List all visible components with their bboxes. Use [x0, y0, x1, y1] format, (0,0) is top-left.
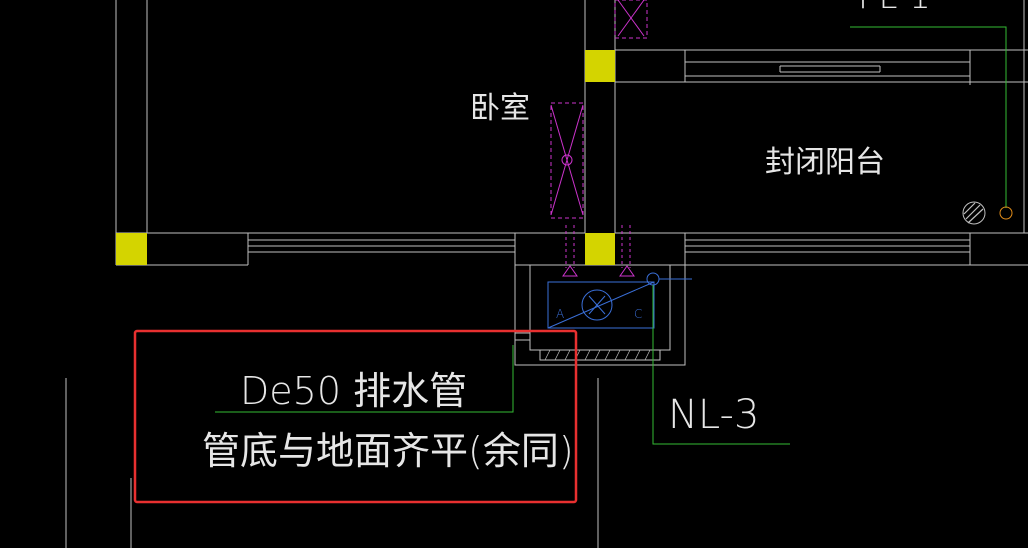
column [116, 233, 147, 265]
riser-pipe-icon [999, 206, 1013, 220]
outdoor-unit [547, 272, 692, 329]
room-label-bedroom: 卧室 [470, 91, 530, 126]
structural-columns [116, 50, 615, 265]
unit-label-c: C [634, 307, 642, 321]
column [585, 50, 615, 82]
ac-pipes [565, 225, 631, 268]
ac-arrows [562, 265, 635, 277]
floor-drain-icon [962, 201, 986, 225]
wall-lines [65, 0, 1028, 548]
ac-units [550, 0, 648, 219]
note-line-2: 管底与地面齐平(余同) [202, 429, 574, 473]
drain-pipe-icon [646, 272, 660, 286]
pipe-label-top: PL-1 [858, 0, 931, 17]
riser-pipes [962, 201, 1013, 225]
unit-label-a: A [556, 307, 564, 321]
column [585, 233, 615, 265]
room-label-balcony: 封闭阳台 [765, 145, 885, 180]
platform-hatch [544, 349, 651, 361]
leader-lines [215, 26, 1007, 445]
pipe-label-nl3: NL-3 [668, 392, 759, 438]
note-line-1: De50 排水管 [240, 369, 467, 413]
highlight-box [133, 329, 578, 504]
